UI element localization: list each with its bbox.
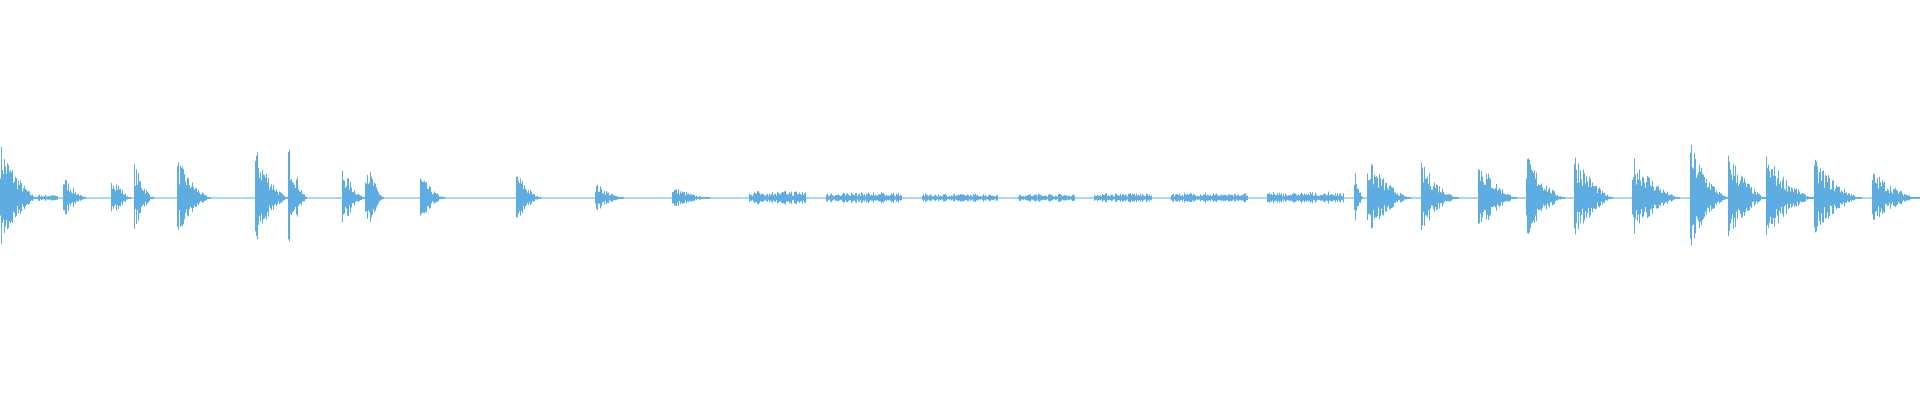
waveform-peaks <box>0 144 1920 246</box>
